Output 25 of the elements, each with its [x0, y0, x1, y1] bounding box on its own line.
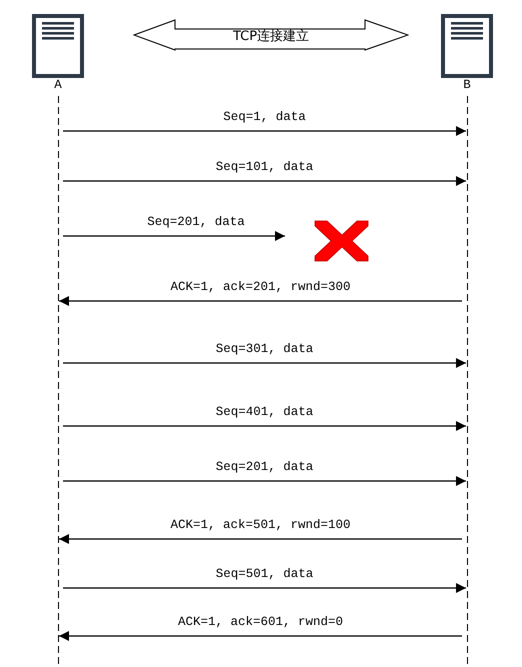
message-label: Seq=101, data	[216, 160, 314, 174]
message-arrow	[63, 583, 466, 593]
phase-label: TCP连接建立	[232, 28, 310, 45]
participant-label: A	[53, 78, 63, 92]
message-label: Seq=401, data	[216, 405, 314, 419]
message-label: Seq=301, data	[216, 342, 314, 356]
message-label: Seq=1, data	[223, 110, 306, 124]
message-arrow	[63, 231, 285, 241]
message-label: ACK=1, ack=601, rwnd=0	[178, 615, 344, 629]
message-arrow	[59, 534, 462, 544]
message-arrow	[63, 476, 466, 486]
message-label: Seq=201, data	[216, 460, 314, 474]
message-arrow	[63, 176, 466, 186]
message-label: Seq=201, data	[147, 215, 245, 229]
double-arrow-shape	[133, 19, 409, 51]
message-arrow	[59, 296, 462, 306]
message-label: ACK=1, ack=201, rwnd=300	[170, 280, 351, 294]
lifeline	[466, 96, 468, 667]
message-label: Seq=501, data	[216, 567, 314, 581]
message-arrow	[59, 631, 462, 641]
message-arrow	[63, 421, 466, 431]
message-label: ACK=1, ack=501, rwnd=100	[170, 518, 351, 532]
message-arrow	[63, 126, 466, 136]
message-arrow	[63, 358, 466, 368]
participant-label: B	[462, 78, 472, 92]
